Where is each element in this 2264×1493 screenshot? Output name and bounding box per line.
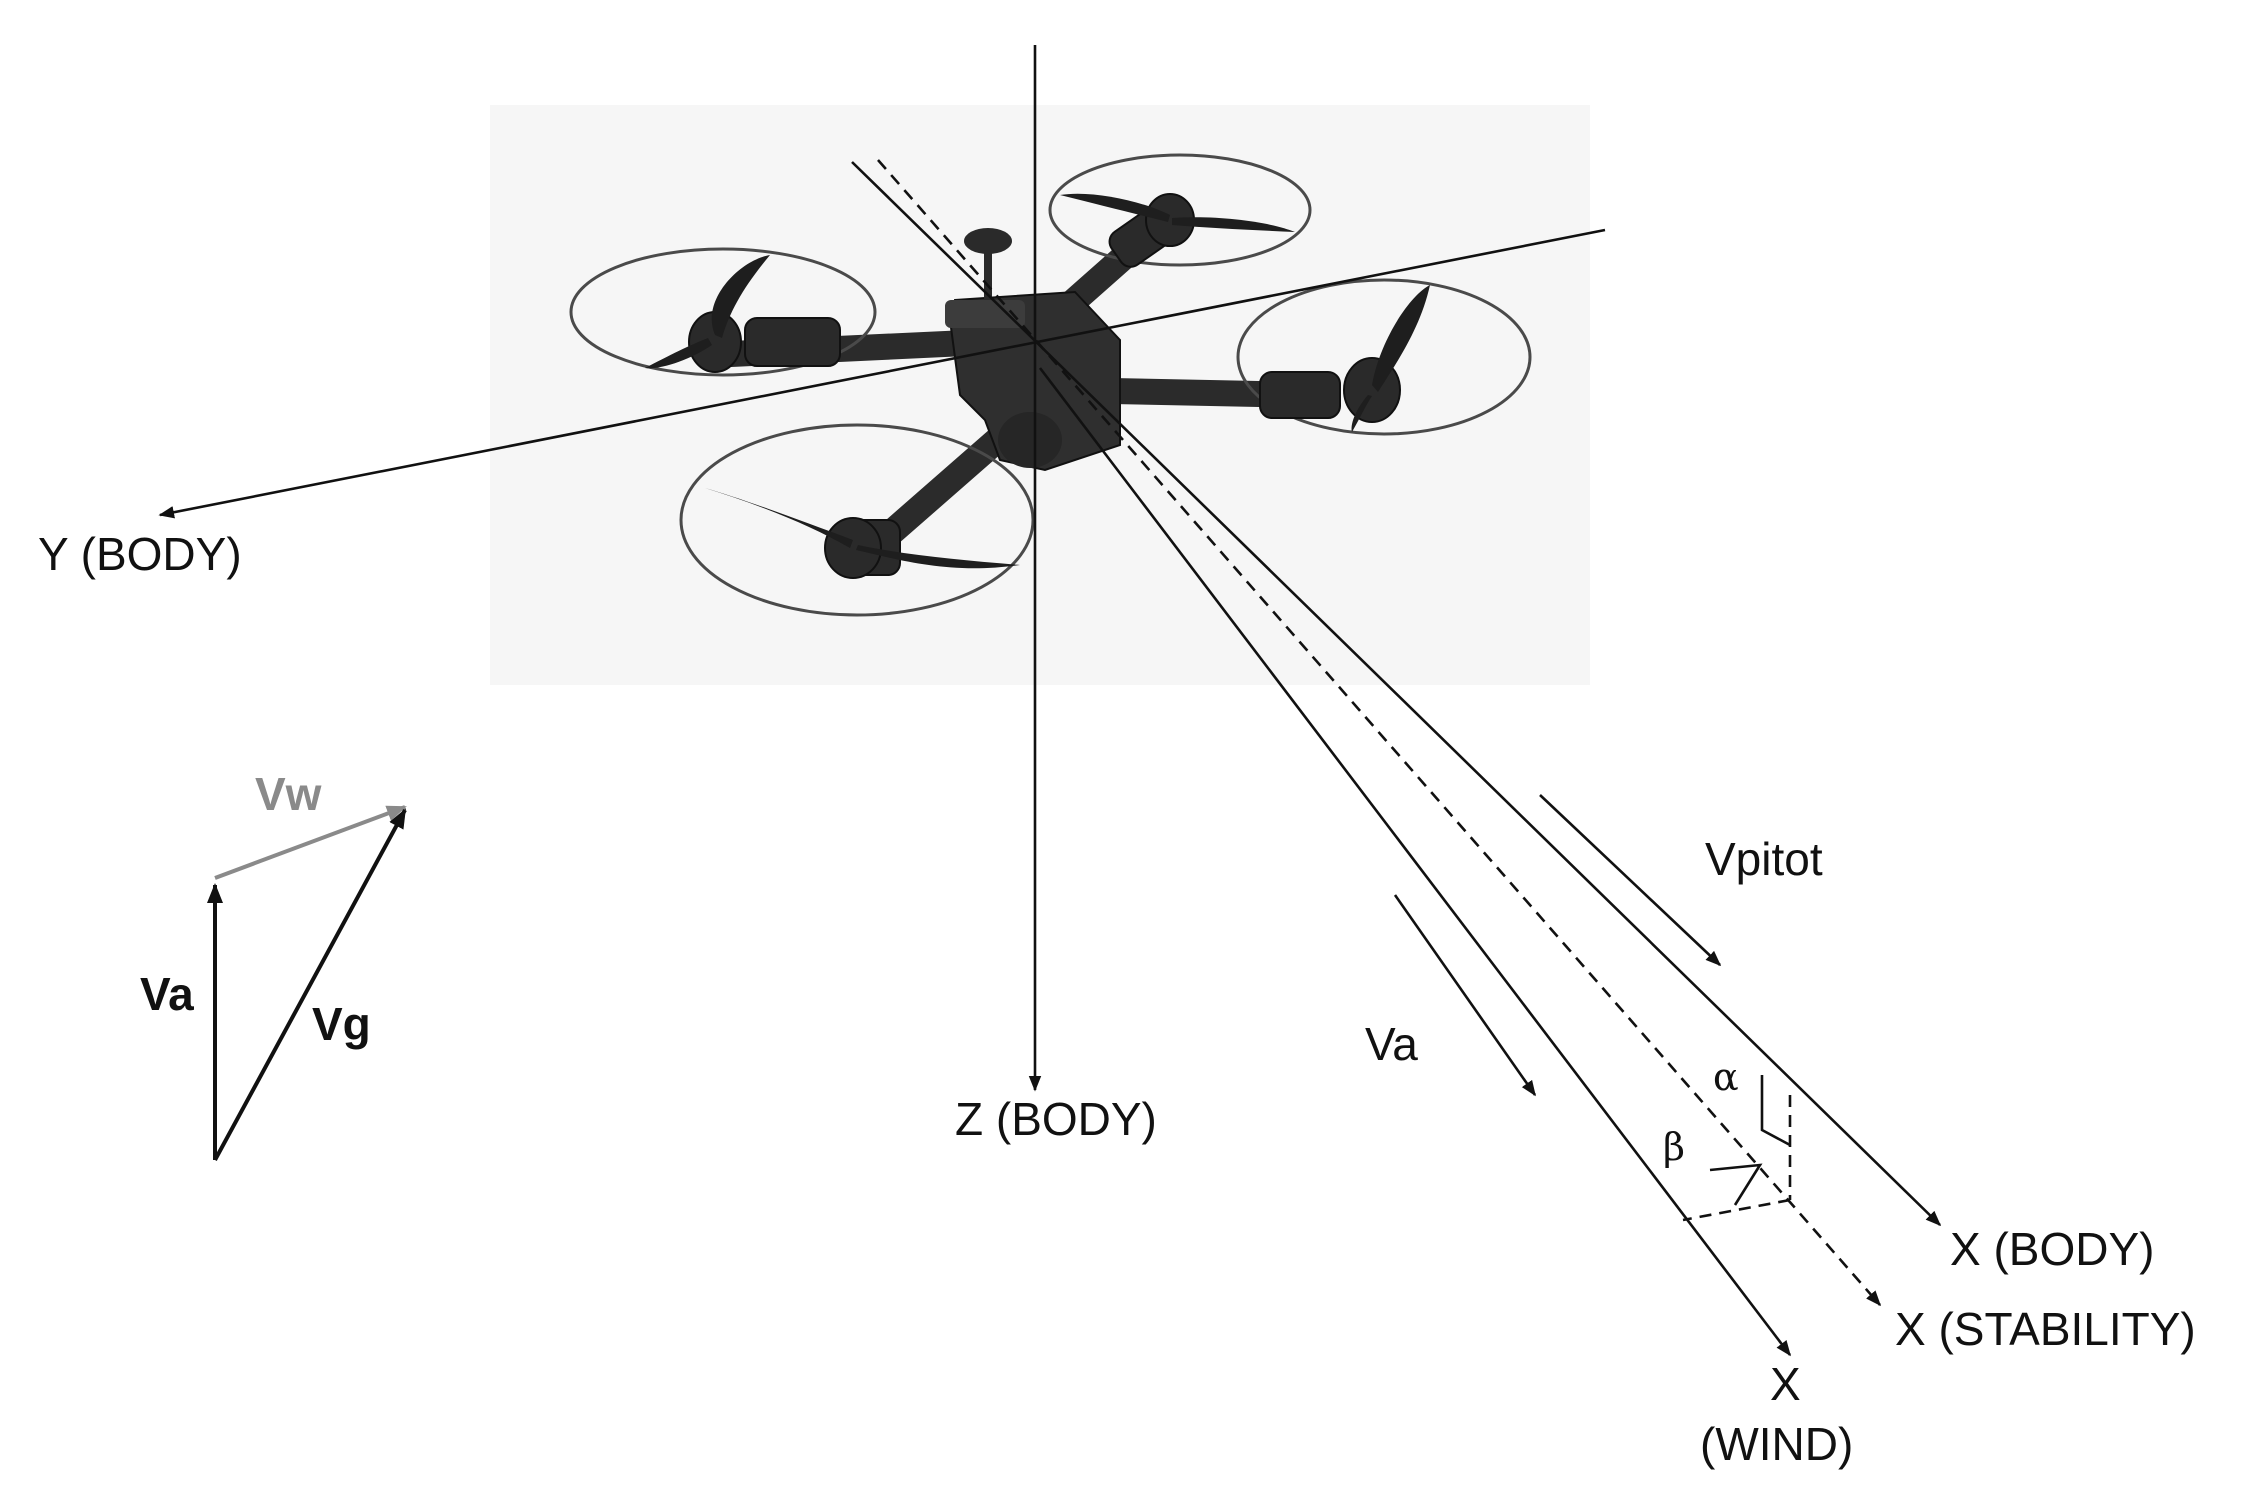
alpha-label: α bbox=[1713, 1055, 1739, 1099]
va-label: Va bbox=[140, 968, 194, 1020]
vw-vector bbox=[214, 805, 407, 880]
vpitot-label: Vpitot bbox=[1705, 833, 1823, 885]
x-wind-axis bbox=[1038, 367, 1792, 1357]
prop-guard-ring bbox=[1048, 153, 1312, 267]
x-wind-label: X bbox=[1770, 1358, 1801, 1410]
va-airspeed-label: Va bbox=[1365, 1018, 1418, 1070]
x-stability-label: X (STABILITY) bbox=[1895, 1303, 2196, 1355]
x-wind-sublabel: (WIND) bbox=[1700, 1418, 1853, 1470]
vg-label: Vg bbox=[312, 998, 371, 1050]
x-body-axis bbox=[851, 161, 1942, 1227]
x-body-label: X (BODY) bbox=[1950, 1223, 2154, 1275]
x-stability-axis bbox=[877, 159, 1882, 1307]
prop-guard-ring bbox=[1236, 278, 1532, 436]
velocity-triangle: Vw Va Vg bbox=[140, 768, 407, 1161]
prop-guard-ring bbox=[569, 247, 877, 377]
beta-label: β bbox=[1663, 1125, 1685, 1169]
vg-vector bbox=[213, 808, 407, 1161]
y-body-axis bbox=[158, 228, 1606, 519]
vpitot-arrow bbox=[1539, 794, 1722, 967]
angle-construction bbox=[1682, 1075, 1792, 1222]
z-body-label: Z (BODY) bbox=[955, 1093, 1157, 1145]
vw-label: Vw bbox=[255, 768, 322, 820]
va-airspeed-arrow bbox=[1393, 894, 1537, 1097]
y-body-label: Y (BODY) bbox=[38, 528, 242, 580]
prop-guard-ring bbox=[679, 423, 1035, 617]
quadcopter-image bbox=[569, 153, 1532, 617]
